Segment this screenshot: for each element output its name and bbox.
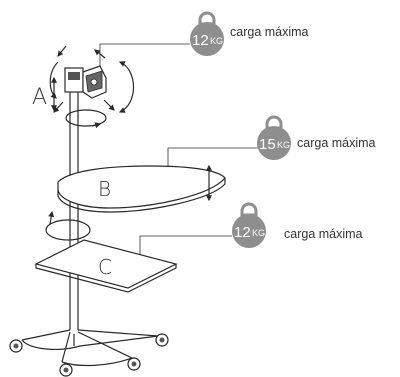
- height-adjust-a: A: [32, 76, 57, 112]
- weight-unit: KG: [277, 140, 290, 150]
- caster-wheel-icon: [59, 363, 73, 377]
- label-c: C: [98, 255, 112, 279]
- shelf-c: C: [34, 239, 178, 293]
- cart-pole: [69, 92, 79, 330]
- weight-callout-middle: 15 KG carga máxima: [167, 115, 376, 168]
- weight-unit: KG: [210, 36, 223, 46]
- caster-wheel-icon: [155, 333, 169, 347]
- weight-caption: carga máxima: [297, 136, 376, 150]
- weight-callout-top: 12 KG carga máxima: [99, 11, 309, 72]
- weight-caption: carga máxima: [284, 227, 363, 241]
- cart-base: [21, 329, 159, 367]
- caster-wheel-icon: [9, 339, 23, 353]
- weight-value: 12: [192, 32, 209, 49]
- weight-callout-bottom: 12 KG carga máxima: [139, 202, 363, 258]
- weight-icon: 12 KG: [232, 202, 266, 248]
- callout-line-top: [99, 43, 190, 72]
- weight-value: 12: [234, 224, 251, 241]
- callout-line-bottom: [139, 235, 232, 258]
- label-a: A: [32, 85, 47, 110]
- rotate-arrow-icon: [45, 210, 91, 241]
- weight-caption: carga máxima: [230, 25, 309, 39]
- weight-unit: KG: [252, 228, 265, 238]
- caster-wheel-icon: [127, 357, 141, 371]
- weight-icon: 12 KG: [190, 11, 224, 56]
- callout-line-middle: [167, 147, 258, 168]
- weight-icon: 15 KG: [257, 115, 291, 160]
- label-b: B: [98, 177, 111, 201]
- shelf-b: B: [57, 165, 226, 213]
- weight-value: 15: [259, 136, 276, 153]
- monitor-bracket: [64, 65, 107, 99]
